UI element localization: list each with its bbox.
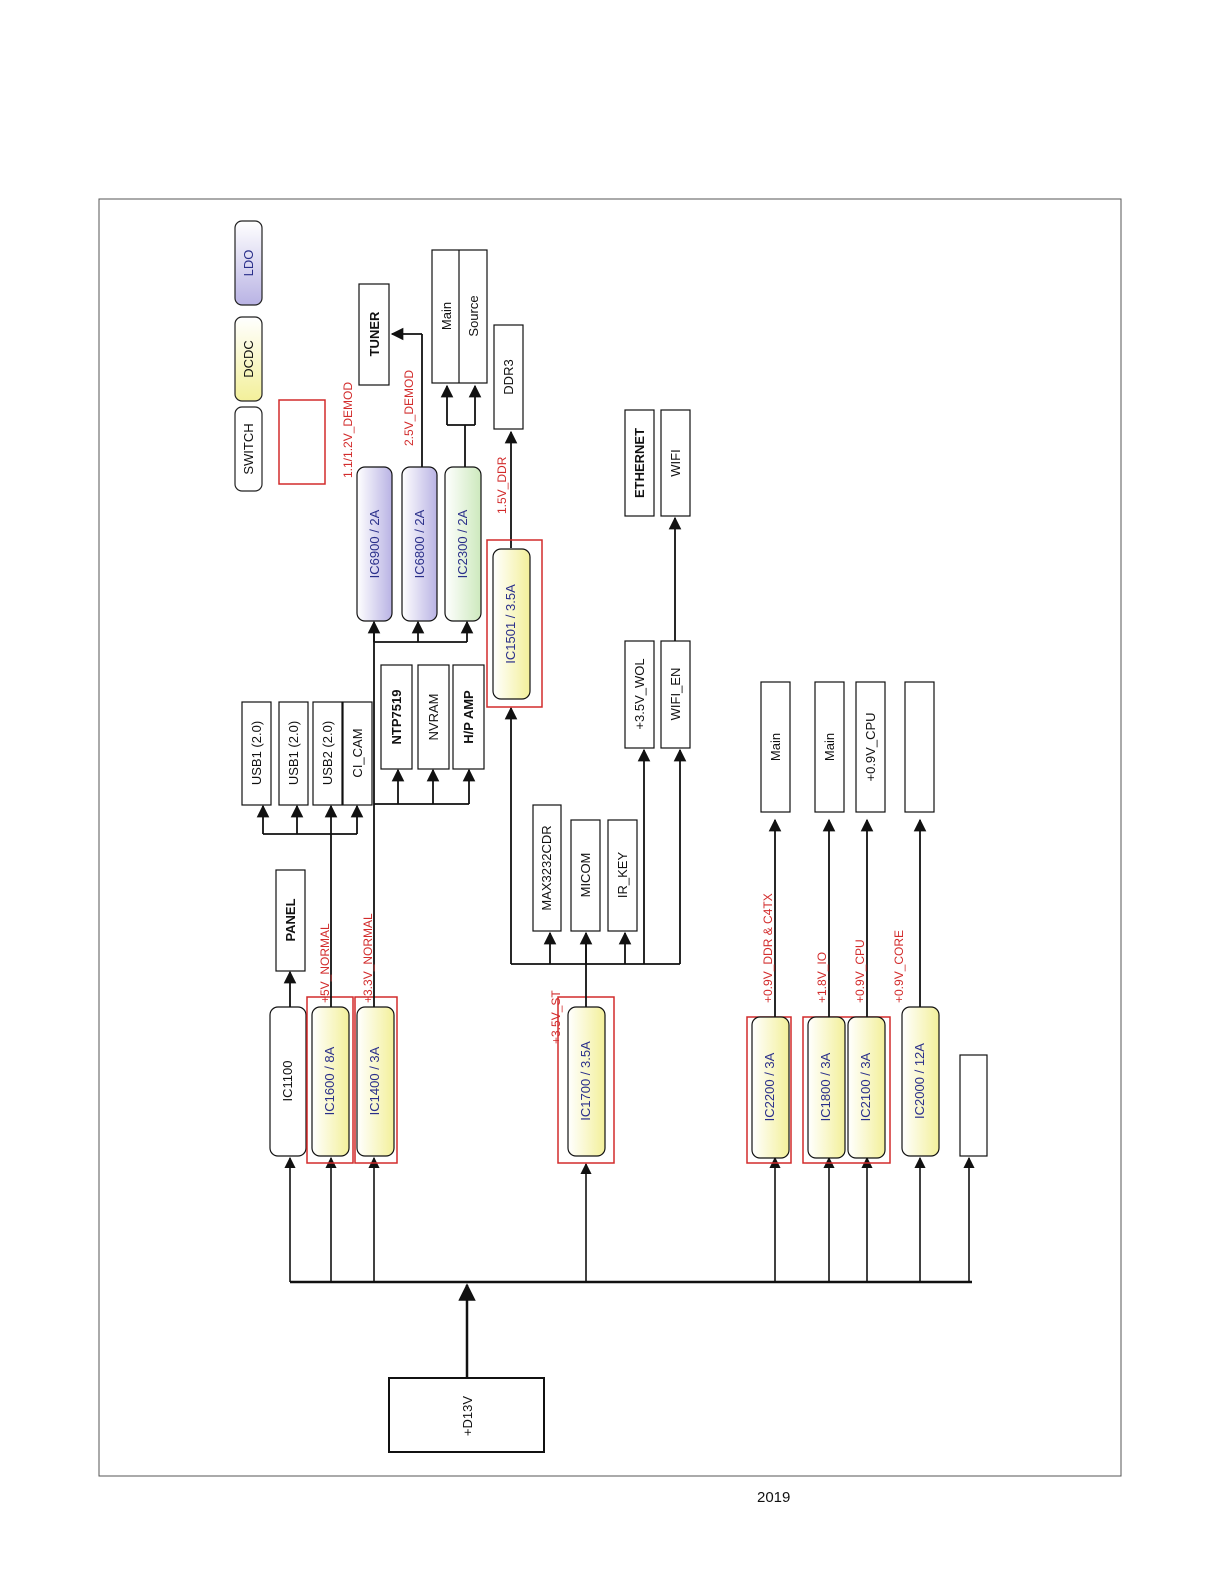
regulator-ic2100-label: IC2100 / 3A [858,1052,873,1121]
rail-label-3-3v-normal: +3.3V_NORMAL [361,913,375,1003]
load-wifi-box [660,409,691,517]
regulator-ic6900-label: IC6900 / 2A [367,509,382,578]
source-box [388,1377,545,1453]
empty-box-right [959,1054,988,1157]
legend-ldo-label: LDO [241,250,256,277]
load-ntp7519-box [380,664,413,770]
rail-label-demod-1-1: 1.1/1.2V_DEMOD [341,382,355,478]
regulator-ic2000-label: IC2000 / 12A [912,1043,927,1119]
load-ir-key-label: IR_KEY [615,852,630,899]
load-hp-amp-box [452,664,485,770]
load-micom-label: MICOM [578,853,593,898]
load-3-5v-wol-label: +3.5V_WOL [632,658,647,729]
rail-label-1-8v-io: +1.8V_IO [815,952,829,1003]
rail-label-0-9v-ddr-c4tx: +0.9V_DDR & C4TX [761,893,775,1003]
load-ntp7519-label: NTP7519 [389,690,404,745]
load-wifi-label: WIFI [668,449,683,476]
legend-highlight-box [278,399,326,485]
main-bus [290,1280,972,1378]
legend-ldo-box [234,220,263,306]
load-main-top-label: Main [439,302,454,330]
highlight-ic1600 [306,996,354,1164]
load-max3232-box [532,804,562,932]
regulator-ic6800-label: IC6800 / 2A [412,509,427,578]
bus-branches [284,1156,975,1282]
regulator-ic1600-label: IC1600 / 8A [322,1046,337,1115]
load-hp-amp-label: H/P AMP [461,690,476,744]
load-ethernet-box [624,409,655,517]
regulator-ic1800-label: IC1800 / 3A [818,1052,833,1121]
legend-dcdc-label: DCDC [241,340,256,378]
load-nvram-box [417,664,450,770]
regulator-ic6900-box [356,466,393,622]
regulator-ic1100-box [269,1006,307,1157]
regulator-ic1800-box [807,1016,846,1159]
regulator-ic1100-label: IC1100 [280,1061,295,1102]
regulator-ic6800-box [401,466,438,622]
load-main-2-label: Main [822,733,837,761]
load-3-5v-wol-box [624,640,655,749]
load-usb1-b-label: USB1 (2.0) [286,721,301,785]
load-usb1-a-label: USB1 (2.0) [249,721,264,785]
source-label: +D13V [460,1396,475,1436]
rail-label-0-9v-cpu: +0.9V_CPU [853,939,867,1003]
load-main-2-box [814,681,845,813]
load-usb2-label: USB2 (2.0) [320,721,335,785]
rail-label-0-9v-core: +0.9V_CORE [892,930,906,1003]
load-cpu-rail-box [855,681,886,813]
load-source-top-label: Source [466,295,481,336]
load-wifi-en-label: WIFI_EN [668,668,683,721]
highlight-ic1800-ic2100 [802,1016,891,1164]
regulator-ic2200-box [751,1016,790,1159]
highlight-ic1501 [486,539,543,708]
regulator-ic1501-box [492,548,531,700]
regulator-ic1501-label: IC1501 / 3.5A [503,584,518,664]
load-wifi-en-box [660,640,691,749]
load-ddr3-box [493,324,524,430]
load-usb2-box [312,701,343,806]
load-nvram-label: NVRAM [426,694,441,741]
load-tuner-label: TUNER [367,311,382,356]
regulator-ic1400-label: IC1400 / 3A [367,1046,382,1115]
load-ir-key-box [607,819,638,932]
load-cpu-rail-label: +0.9V_CPU [863,712,878,781]
regulator-ic1400-box [356,1006,395,1157]
regulator-ic2300-label: IC2300 / 2A [455,509,470,578]
rail-label-demod-2-5: 2.5V_DEMOD [402,370,416,446]
regulator-ic1700-label: IC1700 / 3.5A [578,1041,593,1121]
legend-switch-label: SWITCH [241,423,256,474]
load-micom-box [570,819,601,932]
load-ci-cam-box [342,701,373,806]
load-ethernet-label: ETHERNET [632,428,647,498]
page-frame [98,198,1122,1477]
load-main-1-label: Main [768,733,783,761]
legend-dcdc-box [234,316,263,402]
load-main-1-box [760,681,791,813]
rail-label-5v-normal: +5V_NORMAL [318,923,332,1003]
load-empty-right-box [904,681,935,813]
legend-switch-box [234,406,263,492]
load-usb1-a-box [241,701,272,806]
regulator-ic2300-box [444,466,482,622]
load-ci-cam-label: CI_CAM [350,728,365,777]
highlight-ic1400 [354,996,398,1164]
rail-label-3-5v-st: +3.5V_ST [549,990,563,1044]
load-panel-label: PANEL [283,898,298,941]
regulator-outputs [256,327,927,1017]
regulator-ic2200-label: IC2200 / 3A [762,1052,777,1121]
rail-label-1-5v-ddr: 1.5V_DDR [495,456,509,514]
load-panel-box [275,869,306,972]
footer-year: 2019 [757,1489,791,1506]
load-usb1-b-box [278,701,309,806]
load-tuner-box [358,283,390,386]
load-max3232-label: MAX3232CDR [539,825,554,910]
load-ddr3-label: DDR3 [501,359,516,394]
